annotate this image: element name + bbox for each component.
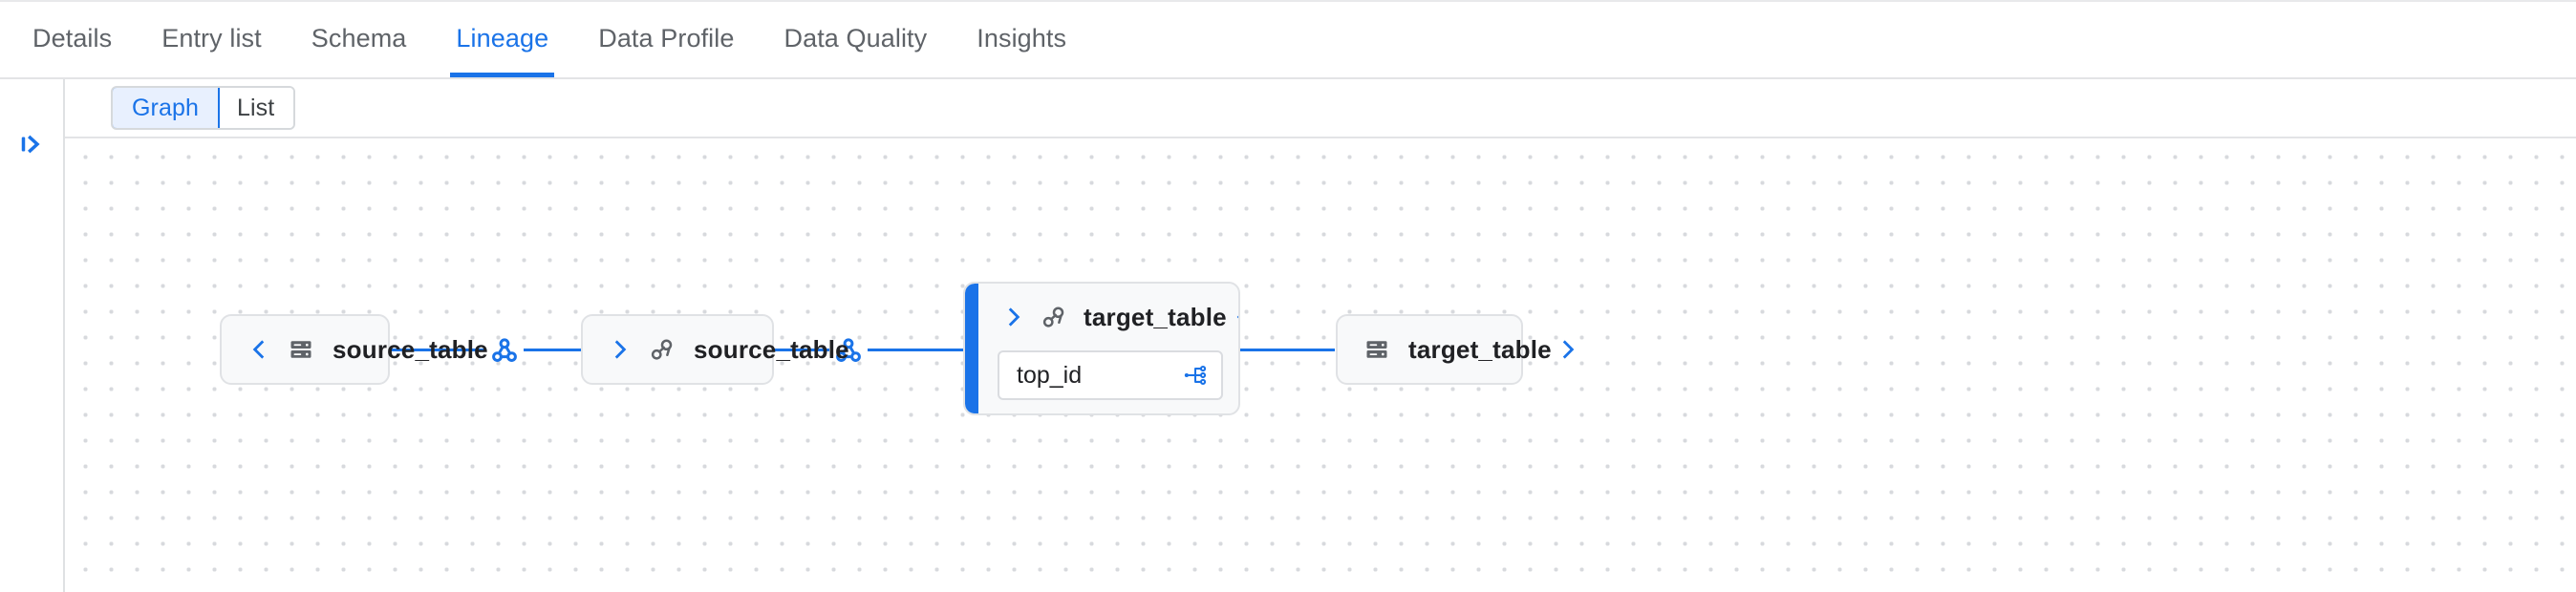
lineage-node-target-table-selected[interactable]: target_table top_id [963, 282, 1240, 415]
chevron-left-icon[interactable] [1227, 298, 1238, 336]
node-label: target_table [1408, 334, 1552, 364]
lineage-node-target-table-2[interactable]: target_table [1336, 314, 1575, 385]
column-name: top_id [1017, 361, 1083, 389]
table-icon [1359, 331, 1395, 368]
chevron-right-icon[interactable] [998, 298, 1030, 336]
tab-data-quality[interactable]: Data Quality [759, 0, 952, 77]
lineage-toolbar: Graph List [65, 79, 2576, 137]
process-icon [644, 331, 680, 368]
page-body: Graph List [0, 79, 2576, 592]
expand-panel-icon[interactable] [13, 125, 52, 163]
edge-segment [524, 349, 619, 351]
tab-details[interactable]: Details [8, 0, 137, 77]
node-header: source_table [222, 314, 488, 385]
left-rail [0, 79, 65, 592]
tab-bar: Details Entry list Schema Lineage Data P… [0, 0, 2576, 79]
node-label: target_table [1084, 302, 1227, 331]
lineage-graph-canvas[interactable]: source_table [65, 137, 2576, 592]
edge-2-process-hub-icon[interactable] [829, 331, 868, 370]
tab-label: Data Quality [784, 24, 928, 53]
node-label: source_table [333, 334, 488, 364]
tab-label: Data Profile [598, 24, 735, 53]
node-header: target_table [965, 284, 1238, 350]
node-selection-bar [965, 284, 978, 413]
node-header: target_table [1338, 314, 1575, 385]
tab-schema[interactable]: Schema [287, 0, 432, 77]
edge-segment [736, 349, 829, 351]
tab-label: Lineage [456, 24, 549, 53]
lineage-branch-icon[interactable] [1183, 363, 1208, 388]
edge-1-process-hub-icon[interactable] [485, 331, 524, 370]
view-mode-toggle: Graph List [111, 86, 296, 130]
node-label: source_table [694, 334, 849, 364]
tab-data-profile[interactable]: Data Profile [573, 0, 759, 77]
chevron-right-icon[interactable] [1552, 330, 1584, 369]
node-header: source_table [583, 314, 849, 385]
node-column-row[interactable]: top_id [998, 350, 1223, 400]
view-mode-label: Graph [132, 94, 199, 121]
tab-label: Entry list [161, 24, 262, 53]
edge-segment [390, 349, 485, 351]
tab-label: Insights [977, 24, 1067, 53]
tab-entry-list[interactable]: Entry list [137, 0, 287, 77]
process-icon [1036, 299, 1072, 335]
lineage-content: Graph List [65, 79, 2576, 592]
chevron-left-icon[interactable] [243, 330, 275, 369]
view-mode-graph[interactable]: Graph [113, 88, 220, 128]
chevron-right-icon[interactable] [604, 330, 636, 369]
edge-segment [868, 349, 963, 351]
table-icon [283, 331, 319, 368]
tab-label: Schema [311, 24, 407, 53]
edge-segment [1239, 349, 1335, 351]
tab-lineage[interactable]: Lineage [431, 0, 573, 77]
tab-insights[interactable]: Insights [952, 0, 1091, 77]
tab-label: Details [32, 24, 113, 53]
lineage-node-source-table-1[interactable]: source_table [220, 314, 488, 385]
view-mode-list[interactable]: List [217, 88, 294, 128]
view-mode-label: List [236, 94, 275, 121]
lineage-node-source-table-2[interactable]: source_table [581, 314, 849, 385]
